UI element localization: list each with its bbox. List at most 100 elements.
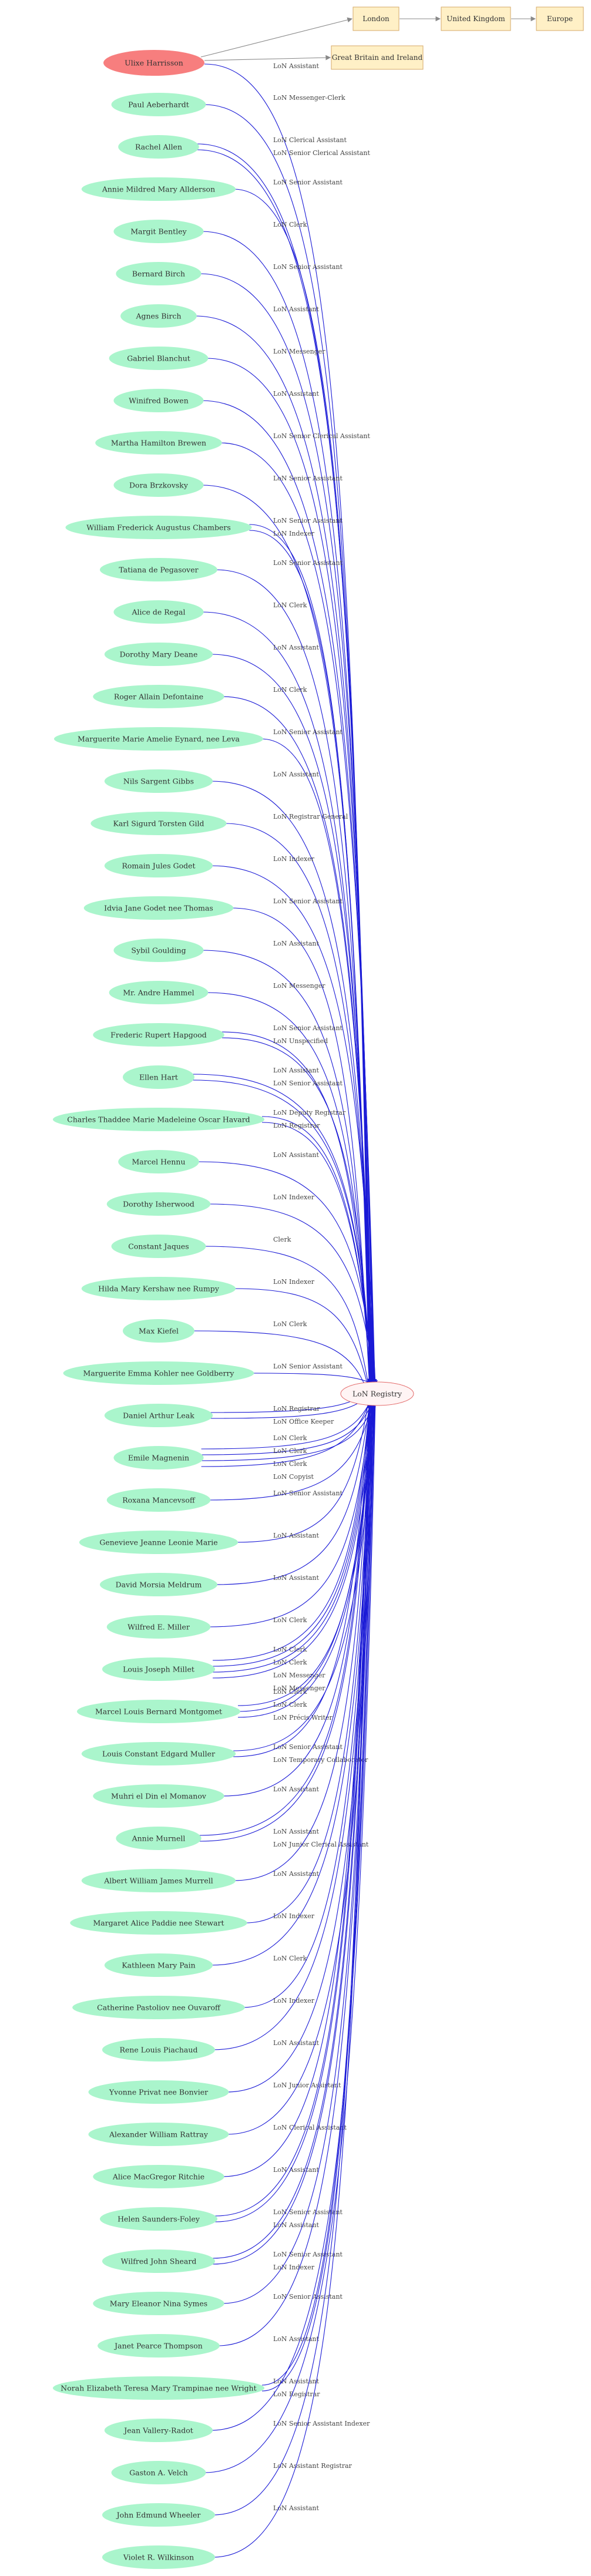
edge-emile-magnenin-0-label: LoN Clerk — [273, 1434, 307, 1442]
person-node-rene-louis-piachaud[interactable]: Rene Louis Piachaud — [102, 2038, 216, 2062]
person-node-roger-allain-defontaine[interactable]: Roger Allain Defontaine — [93, 685, 224, 708]
person-node-john-edmund-wheeler[interactable]: John Edmund Wheeler — [102, 2503, 216, 2527]
person-node-mary-eleanor-nina-symes[interactable]: Mary Eleanor Nina Symes — [93, 2292, 224, 2315]
person-node-marguerite-marie-amelie-eynard-nee-leva[interactable]: Marguerite Marie Amelie Eynard, nee Leva — [54, 727, 263, 751]
person-node-agnes-birch[interactable]: Agnes Birch — [120, 304, 197, 328]
person-node-dorothy-mary-deane[interactable]: Dorothy Mary Deane — [104, 643, 213, 666]
person-node-marcel-louis-bernard-montgomet[interactable]: Marcel Louis Bernard Montgomet — [77, 1700, 240, 1723]
person-node-catherine-pastoliov-nee-ouvaroff[interactable]: Catherine Pastoliov nee Ouvaroff — [72, 1996, 245, 2019]
edge-muhri-el-din-el-momanov-0 — [221, 1401, 372, 1797]
person-node-emile-magnenin[interactable]: Emile Magnenin — [113, 1446, 204, 1469]
person-node-david-morsia-meldrum[interactable]: David Morsia Meldrum — [100, 1573, 217, 1596]
person-node-karl-sigurd-torsten-gild[interactable]: Karl Sigurd Torsten Gild — [90, 812, 227, 835]
edge-emile-magnenin-2-label: LoN Clerk — [273, 1460, 307, 1468]
edge-ellen-hart-1-label: LoN Senior Assistant — [273, 1080, 343, 1087]
person-label: Rachel Allen — [135, 143, 182, 152]
person-label: Karl Sigurd Torsten Gild — [113, 819, 204, 828]
edge-louis-constant-edgard-muller-0 — [233, 1393, 378, 1751]
place-node-united-kingdom[interactable]: United Kingdom — [441, 6, 511, 31]
person-label: Margaret Alice Paddie nee Stewart — [93, 1919, 224, 1928]
person-node-louis-constant-edgard-muller[interactable]: Louis Constant Edgard Muller — [81, 1742, 236, 1765]
person-node-paul-aeberhardt[interactable]: Paul Aeberhardt — [111, 93, 206, 116]
person-node-sybil-goulding[interactable]: Sybil Goulding — [113, 939, 204, 962]
person-node-margit-bentley[interactable]: Margit Bentley — [113, 220, 204, 243]
edge-karl-sigurd-torsten-gild-0-label: LoN Registrar General — [273, 813, 348, 820]
person-node-annie-mildred-mary-allderson[interactable]: Annie Mildred Mary Allderson — [81, 177, 236, 201]
person-label: Wilfred E. Miller — [127, 1623, 190, 1632]
person-node-marguerite-emma-kohler-nee-goldberry[interactable]: Marguerite Emma Kohler nee Goldberry — [63, 1361, 254, 1385]
person-node-margaret-alice-paddie-nee-stewart[interactable]: Margaret Alice Paddie nee Stewart — [70, 1911, 247, 1935]
edge-genevieve-jeanne-leonie-marie-0-label: LoN Assistant — [273, 1532, 320, 1539]
edge-emile-magnenin-2 — [201, 1403, 375, 1461]
person-label: Max Kiefel — [139, 1327, 179, 1336]
person-node-tatiana-de-pegasover[interactable]: Tatiana de Pegasover — [100, 558, 217, 581]
person-label: Idvia Jane Godet nee Thomas — [104, 904, 213, 913]
person-node-albert-william-james-murrell[interactable]: Albert William James Murrell — [81, 1869, 236, 1892]
person-node-dorothy-isherwood[interactable]: Dorothy Isherwood — [106, 1192, 211, 1216]
person-node-norah-elizabeth-teresa-mary-trampinae-nee-wright[interactable]: Norah Elizabeth Teresa Mary Trampinae ne… — [53, 2376, 264, 2400]
person-node-frederic-rupert-hapgood[interactable]: Frederic Rupert Hapgood — [93, 1023, 224, 1047]
person-node-marcel-hennu[interactable]: Marcel Hennu — [118, 1150, 199, 1173]
person-node-nils-sargent-gibbs[interactable]: Nils Sargent Gibbs — [104, 769, 213, 793]
edge-louis-joseph-millet-1-label: LoN Clerk — [273, 1659, 307, 1666]
edge-ellen-hart-0-label: LoN Assistant — [273, 1067, 320, 1074]
edge-rene-louis-piachaud-0-label: LoN Assistant — [273, 2039, 320, 2047]
person-node-kathleen-mary-pain[interactable]: Kathleen Mary Pain — [104, 1953, 213, 1977]
person-node-alexander-william-rattray[interactable]: Alexander William Rattray — [88, 2123, 229, 2146]
person-node-helen-saunders-foley[interactable]: Helen Saunders-Foley — [100, 2207, 217, 2231]
target-node-lon-registry[interactable]: LoN Registry — [340, 1381, 414, 1406]
person-node-hilda-mary-kershaw-nee-rumpy[interactable]: Hilda Mary Kershaw nee Rumpy — [81, 1277, 236, 1300]
person-node-winifred-bowen[interactable]: Winifred Bowen — [113, 389, 204, 412]
person-node-alice-macgregor-ritchie[interactable]: Alice MacGregor Ritchie — [93, 2165, 224, 2188]
person-node-rachel-allen[interactable]: Rachel Allen — [118, 135, 199, 159]
person-node-annie-murnell[interactable]: Annie Murnell — [116, 1827, 202, 1850]
person-node-daniel-arthur-leak[interactable]: Daniel Arthur Leak — [104, 1404, 213, 1427]
person-node-genevieve-jeanne-leonie-marie[interactable]: Genevieve Jeanne Leonie Marie — [79, 1531, 239, 1554]
person-label: Genevieve Jeanne Leonie Marie — [99, 1538, 217, 1547]
person-node-romain-jules-godet[interactable]: Romain Jules Godet — [104, 854, 213, 877]
person-node-yvonne-privat-nee-bonvier[interactable]: Yvonne Privat nee Bonvier — [88, 2080, 229, 2104]
edge-charles-thaddee-marie-madeleine-oscar-havard-1-label: LoN Registrar — [273, 1122, 320, 1129]
person-node-ulixe-harrisson[interactable]: Ulixe Harrisson — [103, 50, 204, 76]
person-node-bernard-birch[interactable]: Bernard Birch — [116, 262, 202, 285]
edge-margaret-alice-paddie-nee-stewart-0-label: LoN Indexer — [273, 1912, 315, 1920]
person-node-idvia-jane-godet-nee-thomas[interactable]: Idvia Jane Godet nee Thomas — [83, 896, 234, 920]
person-node-charles-thaddee-marie-madeleine-oscar-havard[interactable]: Charles Thaddee Marie Madeleine Oscar Ha… — [53, 1108, 264, 1131]
edge-emile-magnenin-0 — [201, 1394, 374, 1450]
person-node-violet-r-wilkinson[interactable]: Violet R. Wilkinson — [102, 2545, 216, 2569]
person-node-william-frederick-augustus-chambers[interactable]: William Frederick Augustus Chambers — [65, 516, 252, 539]
person-node-gaston-a-velch[interactable]: Gaston A. Velch — [111, 2461, 206, 2484]
person-node-gabriel-blanchut[interactable]: Gabriel Blanchut — [109, 347, 209, 370]
person-node-muhri-el-din-el-momanov[interactable]: Muhri el Din el Momanov — [93, 1784, 224, 1808]
person-label: Marcel Hennu — [132, 1158, 185, 1166]
person-node-roxana-mancevsoff[interactable]: Roxana Mancevsoff — [106, 1488, 211, 1512]
person-node-wilfred-john-sheard[interactable]: Wilfred John Sheard — [102, 2249, 216, 2273]
person-node-alice-de-regal[interactable]: Alice de Regal — [113, 600, 204, 624]
place-node-london[interactable]: London — [352, 6, 399, 31]
person-node-mr-andre-hammel[interactable]: Mr. Andre Hammel — [109, 981, 209, 1004]
person-node-martha-hamilton-brewen[interactable]: Martha Hamilton Brewen — [95, 431, 222, 455]
edge-constant-jaques-0 — [203, 1246, 372, 1393]
place-node-great-britain-and-ireland[interactable]: Great Britain and Ireland — [331, 45, 424, 70]
place-node-europe[interactable]: Europe — [536, 6, 584, 31]
person-node-ellen-hart[interactable]: Ellen Hart — [123, 1065, 194, 1089]
person-node-dora-brzkovsky[interactable]: Dora Brzkovsky — [113, 473, 204, 497]
person-label: Roxana Mancevsoff — [122, 1496, 196, 1505]
edge-louis-constant-edgard-muller-1 — [233, 1397, 372, 1757]
edge-roxana-mancevsoff-0-label: LoN Senior Assistant — [273, 1489, 343, 1497]
person-node-constant-jaques[interactable]: Constant Jaques — [111, 1235, 206, 1258]
person-node-jean-vallery-radot[interactable]: Jean Vallery-Radot — [104, 2419, 213, 2442]
person-label: Dora Brzkovsky — [129, 481, 189, 490]
person-node-janet-pearce-thompson[interactable]: Janet Pearce Thompson — [98, 2334, 220, 2358]
edge-wilfred-e-miller-0-label: LoN Clerk — [273, 1616, 307, 1624]
edge-william-frederick-augustus-chambers-1-label: LoN Indexer — [273, 530, 315, 537]
person-label: Frederic Rupert Hapgood — [110, 1031, 207, 1040]
person-node-max-kiefel[interactable]: Max Kiefel — [123, 1319, 194, 1343]
edge-muhri-el-din-el-momanov-0-label: LoN Assistant — [273, 1785, 320, 1793]
person-node-louis-joseph-millet[interactable]: Louis Joseph Millet — [102, 1657, 216, 1681]
person-label: Wilfred John Sheard — [121, 2257, 197, 2266]
person-label: David Morsia Meldrum — [116, 1580, 202, 1589]
edge-norah-elizabeth-teresa-mary-trampinae-nee-wright-1 — [261, 1390, 377, 2392]
person-label: Winifred Bowen — [129, 396, 189, 405]
person-node-wilfred-e-miller[interactable]: Wilfred E. Miller — [106, 1615, 211, 1639]
